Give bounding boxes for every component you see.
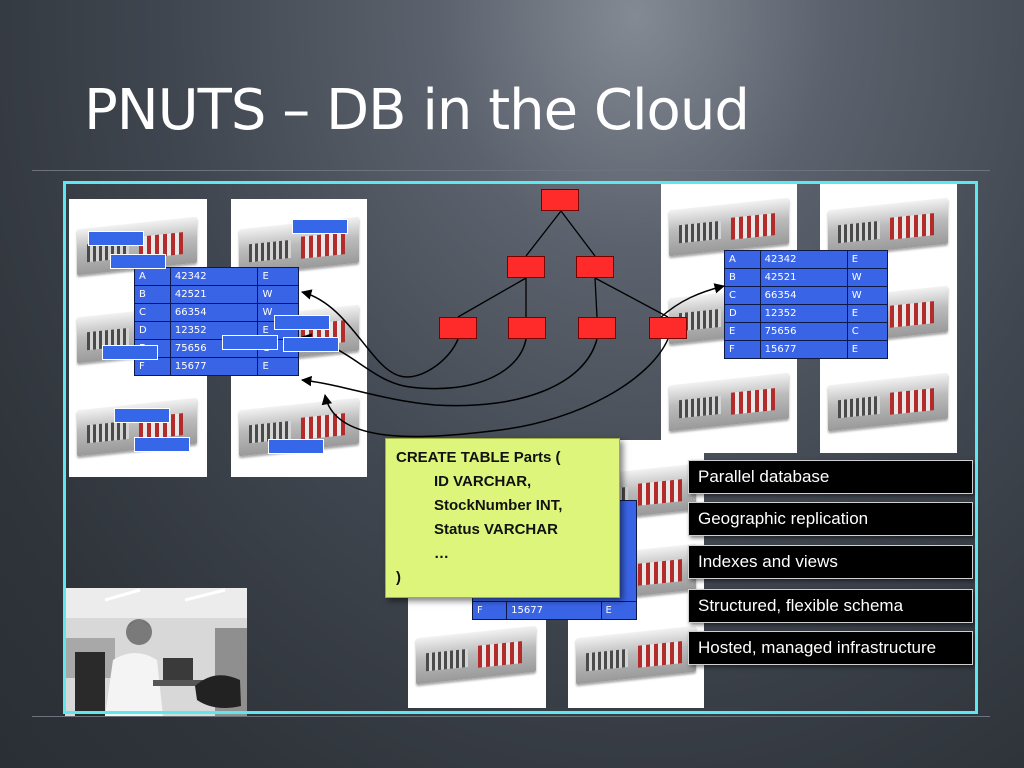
- key-cell: E: [724, 322, 761, 341]
- status-cell: W: [846, 268, 889, 287]
- developer-photo: [65, 588, 247, 716]
- sql-line: ): [396, 569, 401, 586]
- feature-label: Indexes and views: [688, 545, 973, 579]
- status-cell: E: [846, 340, 889, 359]
- sql-line: ID VARCHAR,: [434, 473, 532, 490]
- tree-edges: [457, 210, 669, 318]
- record-tag: [274, 315, 330, 330]
- key-cell: B: [724, 268, 761, 287]
- feature-label: Parallel database: [688, 460, 973, 494]
- status-cell: C: [846, 322, 889, 341]
- status-cell: E: [257, 357, 299, 376]
- sql-line: CREATE TABLE Parts (: [396, 449, 561, 466]
- stock-cell: 75656: [759, 322, 848, 341]
- diagram-frame: [63, 181, 978, 714]
- create-table-note: CREATE TABLE Parts ( ID VARCHAR, StockNu…: [385, 438, 620, 598]
- stock-cell: 15677: [759, 340, 848, 359]
- key-cell: D: [134, 321, 171, 340]
- tree-leaf-node: [649, 317, 687, 339]
- record-tag: [292, 219, 348, 234]
- stock-cell: 15677: [169, 357, 259, 376]
- stock-cell: 66354: [169, 303, 259, 322]
- record-tag: [102, 345, 158, 360]
- tree-leaf-node: [439, 317, 477, 339]
- stock-cell: 42521: [169, 285, 259, 304]
- status-cell: E: [600, 601, 638, 620]
- tree-mid-node: [507, 256, 545, 278]
- tree-leaf-node: [508, 317, 546, 339]
- record-tag: [222, 335, 278, 350]
- status-cell: W: [257, 285, 299, 304]
- key-cell: F: [471, 601, 508, 620]
- sql-line: …: [434, 545, 449, 562]
- sql-line: Status VARCHAR: [434, 521, 558, 538]
- link-arrows: [300, 283, 726, 438]
- slide-title: PNUTS – DB in the Cloud: [84, 78, 750, 143]
- status-cell: E: [846, 250, 889, 269]
- feature-label: Structured, flexible schema: [688, 589, 973, 623]
- stock-cell: 66354: [759, 286, 848, 305]
- feature-label: Geographic replication: [688, 502, 973, 536]
- tree-root-node: [541, 189, 579, 211]
- record-tag: [114, 408, 170, 423]
- key-cell: F: [134, 357, 171, 376]
- tree-leaf-node: [578, 317, 616, 339]
- stock-cell: 42521: [759, 268, 848, 287]
- title-divider: [32, 170, 990, 171]
- record-tag: [283, 337, 339, 352]
- person-at-laptop-image: [65, 588, 247, 716]
- record-tag: [134, 437, 190, 452]
- record-tag: [268, 439, 324, 454]
- key-cell: C: [724, 286, 761, 305]
- key-cell: C: [134, 303, 171, 322]
- sql-line: StockNumber INT,: [434, 497, 563, 514]
- record-tag: [110, 254, 166, 269]
- status-cell: E: [846, 304, 889, 323]
- key-cell: B: [134, 285, 171, 304]
- key-cell: F: [724, 340, 761, 359]
- record-tag: [88, 231, 144, 246]
- footer-divider: [32, 716, 990, 717]
- tree-mid-node: [576, 256, 614, 278]
- stock-cell: 15677: [506, 601, 602, 620]
- stock-cell: 42342: [759, 250, 848, 269]
- feature-label: Hosted, managed infrastructure: [688, 631, 973, 665]
